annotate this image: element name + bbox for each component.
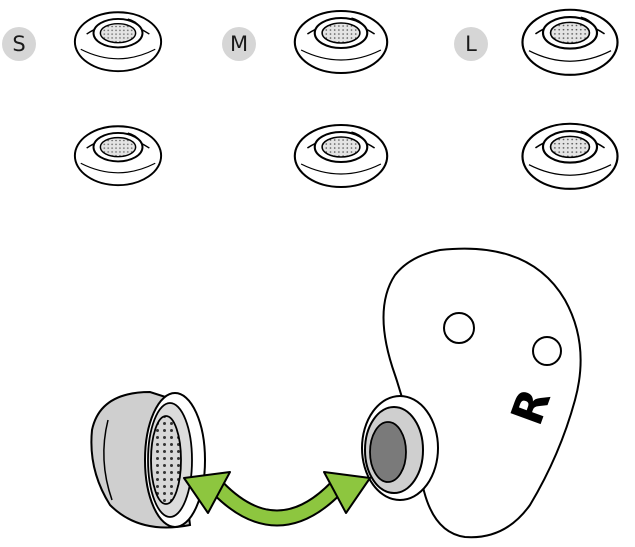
ear-tip-icon <box>75 126 161 185</box>
ear-tip-icon <box>522 124 617 189</box>
ear-tip-icon <box>91 392 205 528</box>
ear-tip-icon <box>295 125 387 187</box>
swap-arrow-icon <box>184 472 370 518</box>
earbud-icon: R <box>362 249 581 538</box>
ear-tip-icon <box>75 12 161 71</box>
ear-tip-icon <box>295 11 387 73</box>
ear-tip-icon <box>522 10 617 75</box>
